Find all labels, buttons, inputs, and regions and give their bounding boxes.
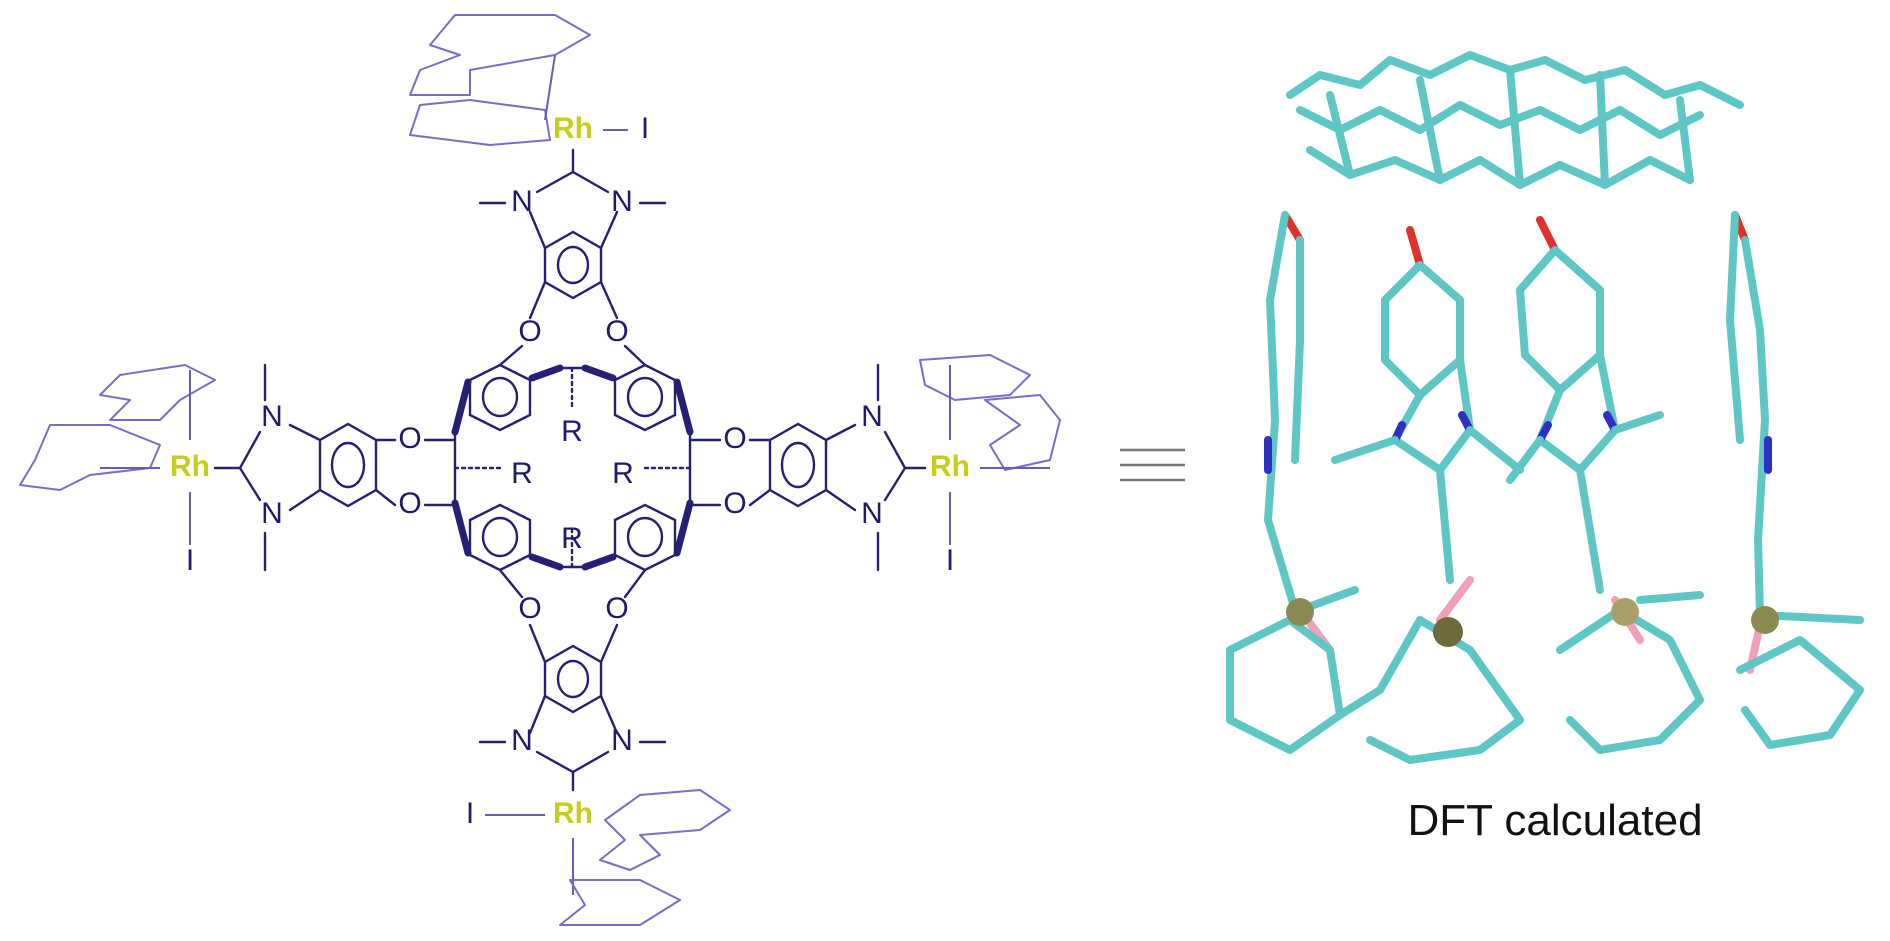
r-group-bottom: R — [561, 522, 583, 555]
benzimidazolylidene-arm-left: N N Rh I — [19, 363, 397, 577]
nitrogen-right-top: N — [861, 400, 883, 433]
oxygen-right-top: O — [723, 422, 746, 455]
oxygen-bottom-left: O — [518, 592, 541, 625]
oxygen-left-bottom: O — [398, 487, 421, 520]
core-aryl-ring-topleft — [468, 363, 532, 432]
core-aryl-ring-bottomleft — [468, 503, 532, 572]
core-aryl-ring-topright — [613, 363, 677, 432]
rhodium-top: Rh — [553, 112, 593, 145]
cod-ligand-right — [919, 354, 1061, 471]
rhodium-sphere-4 — [1751, 606, 1779, 634]
benzimidazolylidene-arm-right: N N Rh I — [748, 354, 1061, 577]
iodide-right: I — [946, 544, 954, 577]
iodide-bottom: I — [466, 797, 474, 830]
core-aryl-ring-bottomright — [613, 503, 677, 572]
r-group-right: R — [612, 457, 634, 490]
r-group-left: R — [511, 457, 533, 490]
nitrogen-bottom-right: N — [611, 724, 633, 757]
nitrogen-bottom-left: N — [511, 724, 533, 757]
rhodium-right: Rh — [930, 450, 970, 483]
cavitand-core: R R R R — [451, 363, 694, 572]
iodide-top: I — [641, 112, 649, 145]
r-group-top: R — [561, 415, 583, 448]
rhodium-bottom: Rh — [553, 797, 593, 830]
nitrogen-top-left: N — [511, 185, 533, 218]
rhodium-sphere-2 — [1433, 617, 1463, 647]
chemical-structure-diagram: R R R R O O O O O O O O — [19, 14, 1061, 926]
iodide-left: I — [186, 544, 194, 577]
ether-oxygens: O O O O O O O O — [398, 315, 746, 625]
cod-ligand-left — [19, 364, 216, 491]
dft-stick-model — [1226, 51, 1864, 764]
cod-ligand-top — [409, 14, 591, 146]
oxygen-top-left: O — [518, 315, 541, 348]
nitrogen-left-top: N — [261, 400, 283, 433]
rhodium-sphere-1 — [1286, 598, 1314, 626]
equivalence-symbol — [1120, 448, 1185, 482]
benzimidazolylidene-arm-top: N N Rh I — [409, 14, 667, 320]
model-caption: DFT calculated — [1407, 796, 1702, 845]
nitrogen-left-bottom: N — [261, 497, 283, 530]
rhodium-sphere-3 — [1611, 598, 1639, 626]
rhodium-left: Rh — [170, 450, 210, 483]
oxygen-right-bottom: O — [723, 487, 746, 520]
nitrogen-right-bottom: N — [861, 497, 883, 530]
oxygen-top-right: O — [605, 315, 628, 348]
nitrogen-top-right: N — [611, 185, 633, 218]
oxygen-left-top: O — [398, 422, 421, 455]
oxygen-bottom-right: O — [605, 592, 628, 625]
cod-ligand-bottom — [559, 789, 731, 926]
benzimidazolylidene-arm-bottom: N N Rh I — [466, 623, 731, 926]
